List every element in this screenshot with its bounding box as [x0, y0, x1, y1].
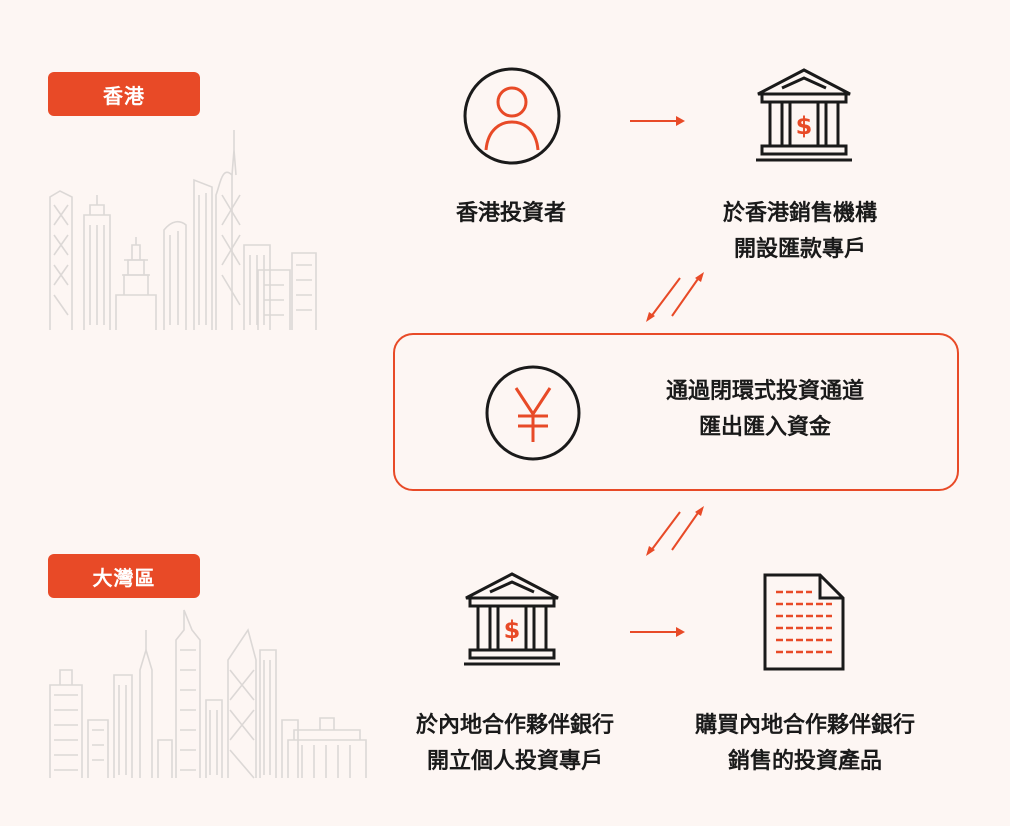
node-label-products: 購買內地合作夥伴銀行 銷售的投資產品 [660, 708, 950, 780]
bank-dollar-icon: $ [464, 572, 560, 666]
arrow-right-icon [630, 116, 685, 126]
region-label-hk: 香港 [103, 83, 145, 108]
hk-skyline-illustration [49, 130, 317, 330]
gba-skyline-illustration [49, 609, 367, 779]
bidirectional-arrow-icon [646, 506, 704, 556]
svg-text:$: $ [796, 112, 813, 140]
node-label-line: 於內地合作夥伴銀行 [415, 713, 614, 738]
person-icon [463, 67, 561, 165]
node-label-hk-investor: 香港投資者 [426, 196, 596, 232]
region-badge-hk: 香港 [48, 72, 200, 116]
node-label-mainland-bank: 於內地合作夥伴銀行 開立個人投資專戶 [380, 708, 650, 780]
region-label-gba: 大灣區 [92, 565, 156, 590]
document-icon [763, 573, 845, 671]
svg-text:$: $ [504, 616, 521, 644]
node-label-line: 匯出匯入資金 [698, 415, 831, 440]
node-label-line: 開立個人投資專戶 [426, 749, 603, 774]
bank-dollar-icon: $ [756, 68, 852, 162]
arrow-right-icon [630, 627, 685, 637]
node-label-channel: 通過閉環式投資通道 匯出匯入資金 [620, 374, 910, 446]
node-label-line: 開設匯款專戶 [733, 237, 866, 262]
node-label-line: 香港投資者 [455, 201, 566, 226]
yen-coin-icon [485, 365, 581, 461]
node-label-line: 於香港銷售機構 [722, 201, 877, 226]
node-label-hk-bank: 於香港銷售機構 開設匯款專戶 [690, 196, 910, 268]
node-label-line: 通過閉環式投資通道 [665, 379, 864, 404]
region-badge-gba: 大灣區 [48, 554, 200, 598]
investment-channel-box [393, 333, 959, 491]
bidirectional-arrow-icon [646, 272, 704, 322]
node-label-line: 銷售的投資產品 [727, 749, 882, 774]
node-label-line: 購買內地合作夥伴銀行 [694, 713, 915, 738]
